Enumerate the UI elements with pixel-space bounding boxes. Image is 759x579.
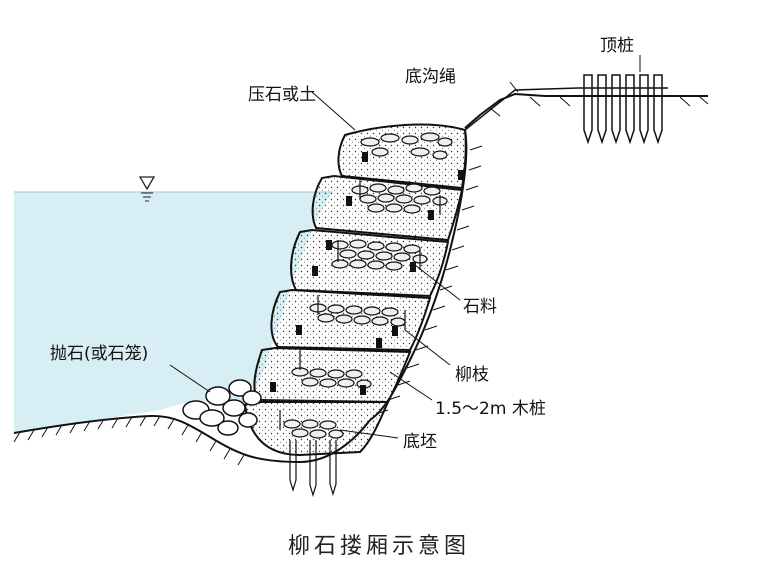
label-top-pile: 顶桩 [600,36,634,56]
water-body [14,192,332,432]
top-piles [583,74,663,145]
stone-clusters [283,132,453,439]
wood-piles [279,180,441,498]
pile-heads [270,152,464,395]
stones-layer-5 [351,183,448,214]
label-riprap: 抛石(或石笼) [50,344,148,364]
label-stone: 石料 [463,297,497,317]
water-level-triangle-icon [138,176,156,202]
bank-top-line [464,92,708,129]
stones-layer-3 [309,303,406,327]
leader-lines [169,55,641,439]
figure-caption: 柳石搂厢示意图 [288,534,470,559]
riprap-stones [182,379,262,436]
stones-bottom [283,419,344,439]
label-willow: 柳枝 [455,365,489,385]
label-trench-rope: 底沟绳 [405,67,456,87]
trench-rope [464,87,668,131]
label-wood-pile: 1.5～2m 木桩 [435,399,546,419]
label-bottom-layer: 底坯 [403,432,437,452]
stones-top [360,132,453,160]
riverbed-hatching [13,415,245,466]
label-press-stone: 压石或土 [248,85,316,105]
riverbed-left-line [13,414,371,464]
stones-layer-4 [331,239,428,271]
